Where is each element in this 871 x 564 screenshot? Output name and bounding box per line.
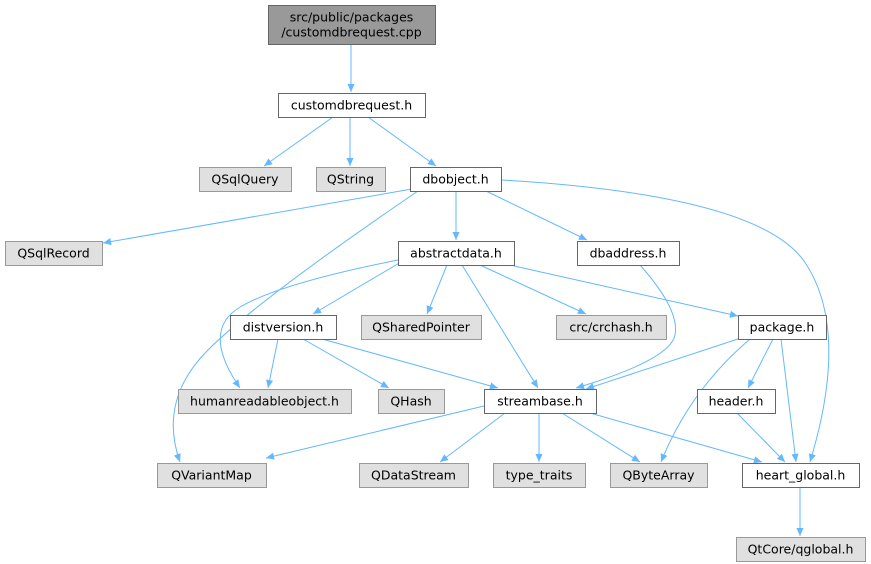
node-dbobject-h[interactable]: dbobject.h <box>410 167 502 192</box>
node-label: dbobject.h <box>422 172 488 187</box>
edge-package-h-to-heart-global-h <box>780 338 799 463</box>
file-nodes: src/public/packages/customdbrequest.cpp c… <box>5 5 866 562</box>
node-qdatastream: QDataStream <box>359 463 469 488</box>
node-label: customdbrequest.h <box>291 98 412 113</box>
node-label: distversion.h <box>243 320 324 335</box>
node-header-h[interactable]: header.h <box>697 389 776 414</box>
node-label: /customdbrequest.cpp <box>281 25 421 40</box>
node-box <box>278 93 426 118</box>
edge-dbobject-h-to-qvariantmap <box>172 190 419 463</box>
node-label: QSqlRecord <box>17 246 89 261</box>
edge-dbaddress-h-to-streambase-h <box>575 264 677 390</box>
node-box <box>410 167 502 192</box>
node-box <box>610 463 708 488</box>
edge-streambase-h-to-qbytearray <box>561 412 641 463</box>
edge-package-h-to-header-h <box>747 338 774 389</box>
edge-abstractdata-h-to-qsharedpointer <box>426 264 448 315</box>
node-label: humanreadableobject.h <box>190 394 339 409</box>
edge-distversion-h-to-streambase-h <box>321 338 499 390</box>
node-label: QSqlQuery <box>211 172 279 187</box>
node-box <box>316 167 386 192</box>
edge-abstractdata-h-to-package-h <box>513 265 739 318</box>
node-box <box>493 463 586 488</box>
edge-streambase-h-to-qvariantmap <box>265 405 485 460</box>
node-qsqlquery: QSqlQuery <box>199 167 292 192</box>
node-qstring: QString <box>316 167 386 192</box>
node-heart-global-h[interactable]: heart_global.h <box>742 463 860 488</box>
edge-distversion-h-to-humanreadableobject-h <box>266 338 279 389</box>
node-box <box>398 241 515 266</box>
node-box <box>556 315 667 340</box>
node-box <box>157 463 267 488</box>
node-box <box>178 389 352 414</box>
edge-header-h-to-heart-global-h <box>736 412 786 463</box>
node-box <box>484 389 597 414</box>
node-box <box>230 315 337 340</box>
node-label: dbaddress.h <box>590 246 667 261</box>
node-box <box>359 463 469 488</box>
node-abstractdata-h[interactable]: abstractdata.h <box>398 241 515 266</box>
node-qbytearray: QByteArray <box>610 463 708 488</box>
node-label: type_traits <box>506 468 573 483</box>
node-label: QHash <box>390 394 431 409</box>
node-qtcore-qglobal-h: QtCore/qglobal.h <box>736 537 866 562</box>
edge-dbobject-h-to-qsqlrecord <box>102 188 413 246</box>
edge-abstractdata-h-to-distversion-h <box>312 261 402 315</box>
node-streambase-h[interactable]: streambase.h <box>484 389 597 414</box>
node-dbaddress-h[interactable]: dbaddress.h <box>577 241 680 266</box>
edge-abstractdata-h-to-crchash-h <box>479 264 587 315</box>
node-label: QtCore/qglobal.h <box>748 542 854 557</box>
node-humanreadableobject-h: humanreadableobject.h <box>178 389 352 414</box>
edge-dbobject-h-to-dbaddress-h <box>485 190 588 241</box>
node-label: crc/crchash.h <box>569 320 652 335</box>
node-type-traits: type_traits <box>493 463 586 488</box>
node-label: streambase.h <box>497 394 583 409</box>
edge-customdbrequest-h-to-qsqlquery <box>263 116 334 167</box>
node-box <box>361 315 482 340</box>
node-label: QSharedPointer <box>372 320 471 335</box>
edge-streambase-h-to-heart-global-h <box>589 412 763 464</box>
node-distversion-h[interactable]: distversion.h <box>230 315 337 340</box>
edge-distversion-h-to-qhash <box>302 338 390 389</box>
node-box <box>736 537 866 562</box>
node-box <box>268 5 436 45</box>
node-box <box>577 241 680 266</box>
node-box <box>697 389 776 414</box>
node-label: package.h <box>750 320 815 335</box>
node-box <box>738 315 827 340</box>
node-label: abstractdata.h <box>410 246 502 261</box>
edge-abstractdata-h-to-streambase-h <box>461 264 539 389</box>
node-qsharedpointer: QSharedPointer <box>361 315 482 340</box>
node-box <box>742 463 860 488</box>
node-box <box>5 241 103 266</box>
node-label: QDataStream <box>371 468 456 483</box>
node-customdbrequest-h[interactable]: customdbrequest.h <box>278 93 426 118</box>
node-label: heart_global.h <box>756 468 846 483</box>
node-qvariantmap: QVariantMap <box>157 463 267 488</box>
edge-customdbrequest-h-to-dbobject-h <box>367 116 437 167</box>
node-root[interactable]: src/public/packages/customdbrequest.cpp <box>268 5 436 45</box>
node-label: header.h <box>709 394 764 409</box>
node-box <box>378 389 445 414</box>
node-label: QVariantMap <box>171 468 252 483</box>
dependency-edges <box>102 44 830 536</box>
node-label: QString <box>327 172 374 187</box>
edge-package-h-to-streambase-h <box>585 337 742 390</box>
edge-dbobject-h-to-heart-global-h <box>500 179 830 463</box>
node-qsqlrecord: QSqlRecord <box>5 241 103 266</box>
node-box <box>199 167 292 192</box>
node-crchash-h: crc/crchash.h <box>556 315 667 340</box>
node-qhash: QHash <box>378 389 445 414</box>
edge-abstractdata-h-to-humanreadableobject-h <box>219 259 399 389</box>
node-package-h[interactable]: package.h <box>738 315 827 340</box>
node-label: src/public/packages <box>290 10 414 25</box>
edge-streambase-h-to-qdatastream <box>439 412 506 463</box>
node-label: QByteArray <box>622 468 695 483</box>
